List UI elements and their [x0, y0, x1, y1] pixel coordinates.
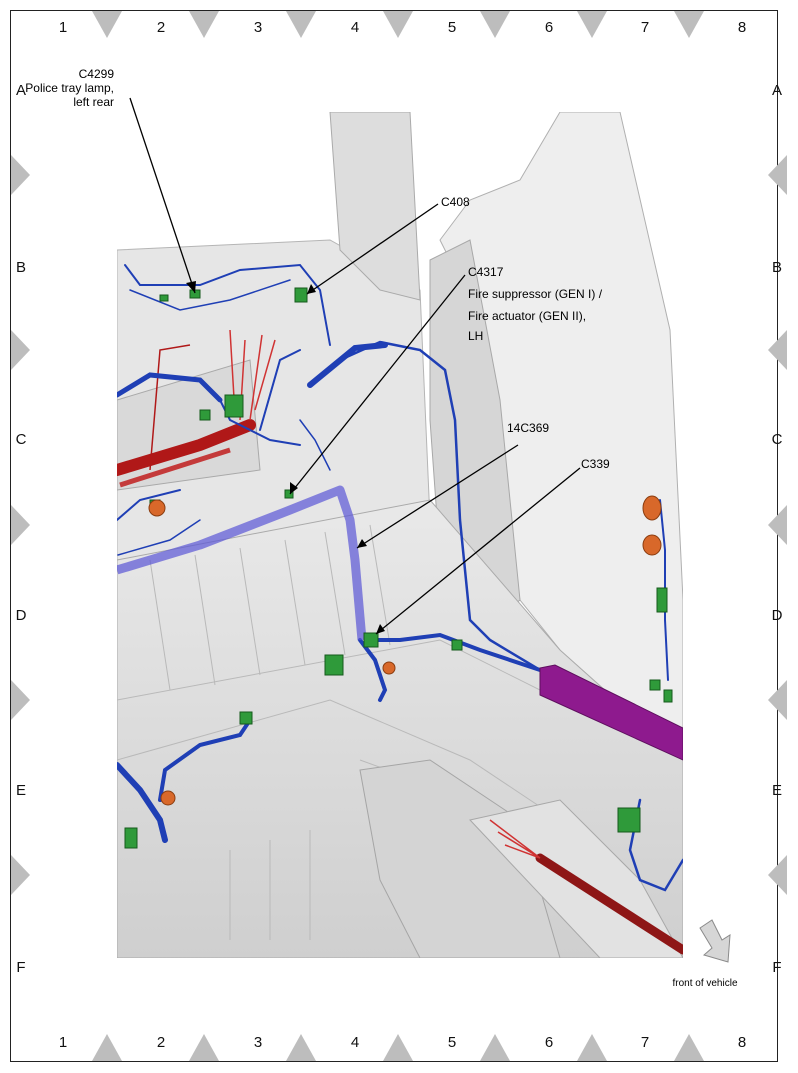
- row-label-right: B: [772, 259, 782, 276]
- vehicle-interior-illustration: [117, 112, 683, 958]
- row-label-left: A: [16, 82, 26, 99]
- column-labels-bottom: 1 2 3 4 5 6 7 8: [59, 1034, 746, 1051]
- column-labels-top: 1 2 3 4 5 6 7 8: [59, 19, 746, 36]
- bottom-tick-triangles: [92, 1034, 704, 1061]
- callout-c4317-line2: Fire suppressor (GEN I) /: [468, 287, 603, 301]
- arrow-down-right-icon: [699, 919, 731, 963]
- callout-c4317-line1: C4317: [468, 265, 504, 279]
- diagram-frame: [10, 10, 778, 1062]
- col-label-bottom: 2: [157, 1034, 165, 1051]
- front-of-vehicle-indicator: front of vehicle: [672, 919, 738, 989]
- row-label-right: A: [772, 82, 782, 99]
- callout-14c369-line1: 14C369: [507, 421, 549, 435]
- col-label-top: 4: [351, 19, 359, 36]
- callout-c4317-line3: Fire actuator (GEN II),: [468, 309, 586, 323]
- purple-bar: [539, 664, 683, 761]
- row-labels-right: A B C D E F: [772, 82, 783, 976]
- col-label-bottom: 5: [448, 1034, 456, 1051]
- row-label-right: D: [772, 607, 783, 624]
- col-label-bottom: 8: [738, 1034, 746, 1051]
- callout-c4317-line4: LH: [468, 329, 483, 343]
- connectors-orange: [148, 495, 662, 806]
- callout-c339-line1: C339: [581, 457, 610, 471]
- col-label-top: 2: [157, 19, 165, 36]
- callout-c4299-line1: C4299: [79, 67, 115, 81]
- leader-lines: [129, 97, 581, 635]
- callout-14c369: 14C369: [507, 421, 549, 435]
- row-label-left: B: [16, 259, 26, 276]
- top-tick-triangles: [92, 11, 704, 38]
- col-label-top: 7: [641, 19, 649, 36]
- harness-14c369: [117, 485, 367, 641]
- row-label-right: C: [772, 431, 783, 448]
- callout-c4299-line2: Police tray lamp,: [25, 81, 114, 95]
- red-harness: [117, 329, 683, 955]
- col-label-bottom: 6: [545, 1034, 553, 1051]
- callout-c408: C408: [441, 195, 470, 209]
- col-label-bottom: 7: [641, 1034, 649, 1051]
- col-label-bottom: 4: [351, 1034, 359, 1051]
- row-label-left: C: [16, 431, 27, 448]
- col-label-top: 5: [448, 19, 456, 36]
- callout-c408-line1: C408: [441, 195, 470, 209]
- left-tick-triangles: [11, 155, 30, 895]
- callout-c339: C339: [581, 457, 610, 471]
- col-label-bottom: 1: [59, 1034, 67, 1051]
- callout-c4317: C4317 Fire suppressor (GEN I) / Fire act…: [468, 265, 603, 343]
- col-label-top: 8: [738, 19, 746, 36]
- blue-harness: [117, 263, 683, 892]
- row-label-left: D: [16, 607, 27, 624]
- front-of-vehicle-label: front of vehicle: [672, 978, 737, 989]
- row-label-right: E: [772, 782, 782, 799]
- right-tick-triangles: [768, 155, 787, 895]
- row-label-left: E: [16, 782, 26, 799]
- row-labels-left: A B C D E F: [16, 82, 27, 976]
- leader-arrowheads: [186, 281, 385, 634]
- row-label-left: F: [16, 959, 25, 976]
- col-label-top: 3: [254, 19, 262, 36]
- callout-c4299-line3: left rear: [73, 95, 114, 109]
- callout-c4299: C4299 Police tray lamp, left rear: [25, 67, 114, 109]
- row-label-right: F: [772, 959, 781, 976]
- col-label-top: 1: [59, 19, 67, 36]
- col-label-bottom: 3: [254, 1034, 262, 1051]
- col-label-top: 6: [545, 19, 553, 36]
